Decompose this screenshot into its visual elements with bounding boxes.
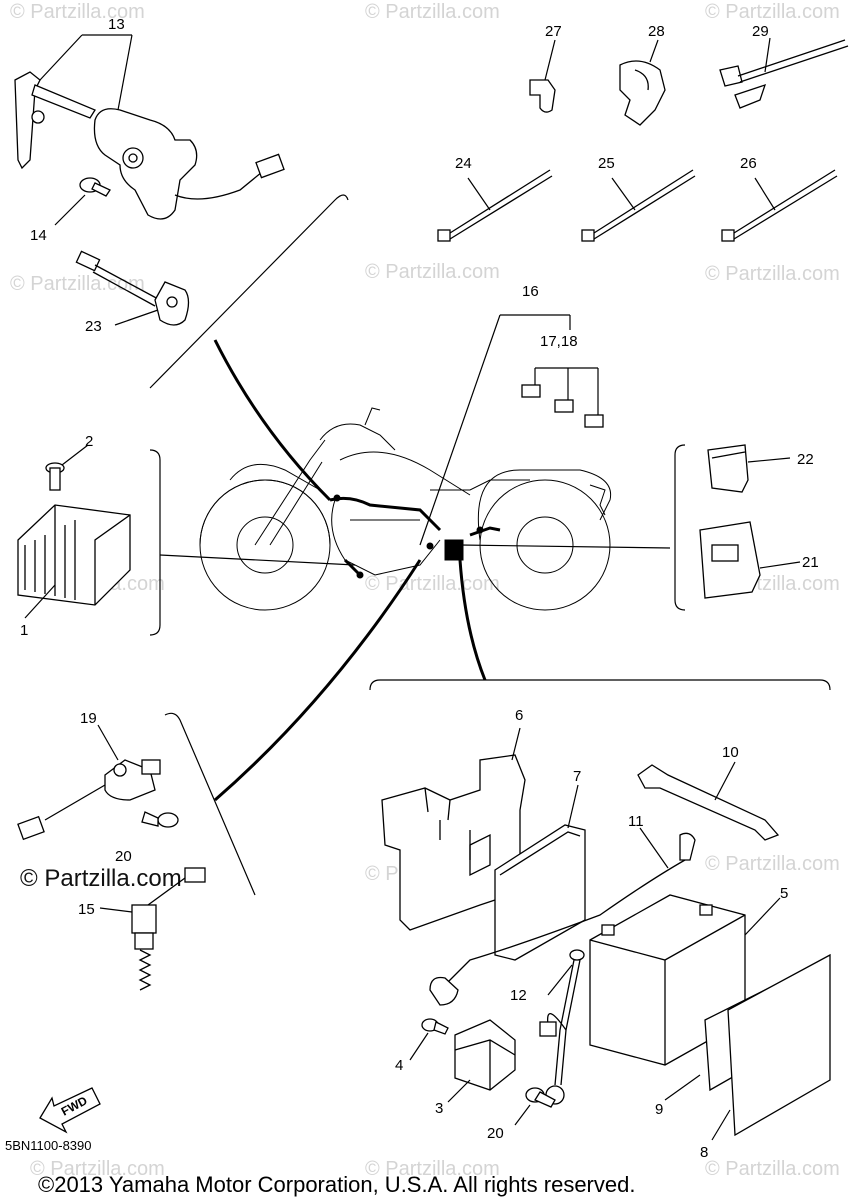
callout-7: 7 bbox=[573, 768, 581, 785]
callout-25: 25 bbox=[598, 155, 615, 172]
callout-27: 27 bbox=[545, 23, 562, 40]
part-1-rectifier bbox=[17, 504, 131, 619]
leader-lines bbox=[159, 314, 671, 802]
part-24-cable-tie bbox=[437, 169, 553, 242]
part-14-screw bbox=[54, 177, 111, 226]
part-21-relay-unit bbox=[699, 521, 801, 599]
callout-19: 19 bbox=[80, 710, 97, 727]
part-4-screw bbox=[409, 1018, 449, 1061]
watermark-bottom-left: © Partzilla.com bbox=[30, 1158, 165, 1180]
watermark-top-right: © Partzilla.com bbox=[705, 1, 840, 23]
callout-29: 29 bbox=[752, 23, 769, 40]
part-3-relay bbox=[447, 1019, 516, 1103]
part-17-18-fuses bbox=[521, 367, 604, 428]
watermark-top-center: © Partzilla.com bbox=[365, 1, 500, 23]
callout-24: 24 bbox=[455, 155, 472, 172]
part-29-tie-with-clip bbox=[719, 37, 849, 109]
callout-28: 28 bbox=[648, 23, 665, 40]
callout-11: 11 bbox=[628, 813, 644, 830]
callout-13: 13 bbox=[108, 16, 125, 33]
callout-16: 16 bbox=[522, 283, 539, 300]
callout-6: 6 bbox=[515, 707, 523, 724]
part-23-sensor bbox=[75, 250, 190, 326]
callout-labels: 1 2 3 4 5 6 7 8 9 10 11 12 13 14 15 16 1… bbox=[20, 16, 819, 1161]
watermark-center-1: © Partzilla.com bbox=[365, 261, 500, 283]
part-27-clamp bbox=[529, 39, 556, 113]
callout-17-18: 17,18 bbox=[540, 333, 578, 350]
callout-9: 9 bbox=[655, 1101, 663, 1118]
part-15-sensor bbox=[99, 867, 206, 991]
watermark-bottom-center: © Partzilla.com bbox=[365, 1158, 500, 1180]
callout-12: 12 bbox=[510, 987, 527, 1004]
callout-23: 23 bbox=[85, 318, 102, 335]
copyright-notice: ©2013 Yamaha Motor Corporation, U.S.A. A… bbox=[38, 1172, 635, 1197]
watermark-bottom-right: © Partzilla.com bbox=[705, 1158, 840, 1180]
watermark-left-1: © Partzilla.com bbox=[10, 273, 145, 295]
watermark-right-3: © Partzilla.com bbox=[705, 853, 840, 875]
callout-2: 2 bbox=[85, 433, 93, 450]
part-13-main-switch bbox=[14, 34, 285, 220]
part-22-relay bbox=[707, 444, 791, 493]
part-19-switch bbox=[17, 724, 161, 841]
watermark-right-1: © Partzilla.com bbox=[705, 263, 840, 285]
callout-5: 5 bbox=[780, 885, 788, 902]
callout-14: 14 bbox=[30, 227, 47, 244]
part-20-screw-upper bbox=[141, 811, 179, 828]
callout-21: 21 bbox=[802, 554, 819, 571]
fwd-arrow-icon: FWD bbox=[39, 1087, 101, 1134]
watermark-center-2: © Partzilla.com bbox=[365, 573, 500, 595]
callout-8: 8 bbox=[700, 1144, 708, 1161]
bracket-frames bbox=[149, 194, 831, 896]
callout-20-lower: 20 bbox=[487, 1125, 504, 1142]
callout-20-upper: 20 bbox=[115, 848, 132, 865]
callout-3: 3 bbox=[435, 1100, 443, 1117]
part-7-pad bbox=[494, 784, 586, 961]
callout-26: 26 bbox=[740, 155, 757, 172]
callout-10: 10 bbox=[722, 744, 739, 761]
callout-1: 1 bbox=[20, 622, 28, 639]
watermark-main: © Partzilla.com bbox=[20, 865, 182, 892]
part-10-battery-band bbox=[637, 761, 780, 841]
part-28-clamp bbox=[619, 39, 666, 126]
part-11-cable bbox=[429, 827, 696, 1006]
part-26-cable-tie bbox=[721, 169, 838, 242]
part-20-bolt-lower bbox=[514, 1087, 556, 1126]
watermark-top-left: © Partzilla.com bbox=[10, 1, 145, 23]
part-8-pad bbox=[711, 953, 831, 1141]
callout-15: 15 bbox=[78, 901, 95, 918]
callout-22: 22 bbox=[797, 451, 814, 468]
part-25-cable-tie bbox=[581, 169, 696, 242]
part-2-bolt bbox=[45, 444, 89, 491]
diagram-code: 5BN1100-8390 bbox=[5, 1138, 92, 1153]
part-12-lead bbox=[539, 949, 585, 1105]
callout-4: 4 bbox=[395, 1057, 403, 1074]
part-6-battery-box bbox=[381, 727, 526, 931]
